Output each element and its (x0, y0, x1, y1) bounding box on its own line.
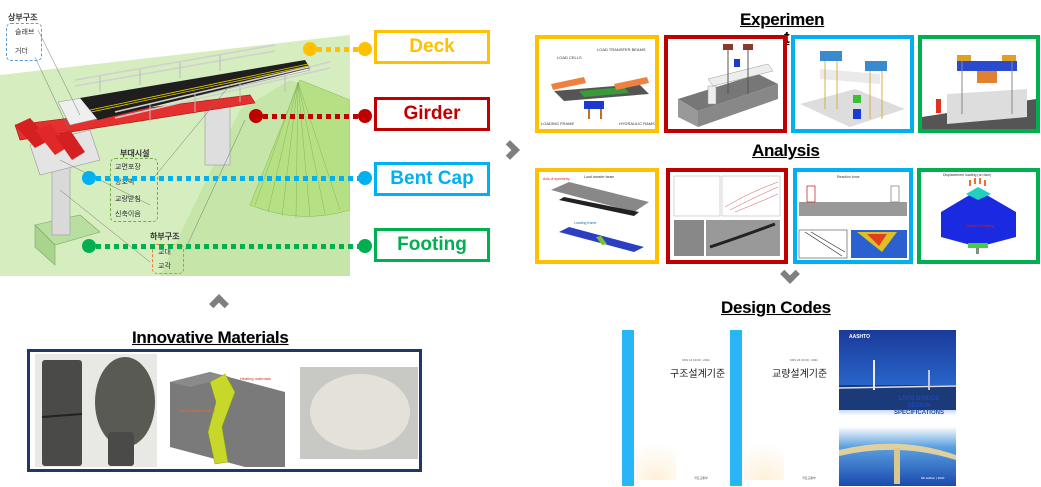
cover-org-logo: AASHTO (849, 334, 871, 340)
footing-connector (96, 244, 360, 249)
label-reaction-force: Reaction force (837, 175, 860, 179)
footing-anchor-dot (82, 239, 96, 253)
deck-anchor-dot (303, 42, 317, 56)
superstructure-heading: 상부구조 (8, 13, 38, 22)
cover-title-line: SPECIFICATIONS (894, 410, 944, 416)
footing-test-setup-image (922, 55, 1036, 129)
superstructure-group (6, 23, 42, 61)
bearing-label: 교량받침 (115, 195, 141, 203)
girder-connector (263, 114, 360, 119)
bentcap-end-dot (358, 171, 372, 185)
footing-end-dot (358, 239, 372, 253)
cover-spine (622, 330, 634, 486)
accessory-heading: 부대시설 (120, 149, 150, 158)
cover-watermark (636, 430, 676, 480)
analysis-panel-girder (666, 168, 788, 264)
girder-end-dot (358, 109, 372, 123)
bentcap-test-setup-image (800, 51, 905, 127)
up-arrow-icon (209, 294, 229, 314)
materials-title: Innovative Materials (132, 328, 289, 347)
materials-images: Healing materials Fiber reinforcement (35, 354, 418, 467)
bridge-illustration: 상부구조 슬래브 거더 부대시설 교면포장 방호벽 교량받침 신축이음 하부구조… (0, 0, 350, 276)
design-codes-title: Design Codes (721, 298, 831, 317)
analysis-panel-footing: Displacement loading (on face) Column & … (917, 168, 1040, 264)
footing-label-box: Footing (374, 228, 490, 262)
experiment-panel-girder (664, 35, 787, 133)
cover-lrfd-title: LRFD BRIDGE DESIGN SPECIFICATIONS (889, 396, 949, 417)
cable-bridge-photo (839, 360, 956, 410)
girder-test-setup-image (678, 44, 778, 127)
girder-crack-pattern-image (673, 175, 781, 256)
analysis-panel-deck: Axis of symmetry Load transfer beam Load… (535, 168, 659, 264)
expansion-joint-label: 신축이음 (115, 210, 141, 218)
label-displacement-loading: Displacement loading (on face) (943, 173, 991, 177)
bentcap-connector (96, 176, 360, 181)
cover-publisher: 국토교통부 (802, 476, 816, 480)
cover-edition: 9th Edition | 2020 (921, 476, 945, 480)
analysis-title: Analysis (752, 141, 820, 160)
deck-test-setup-image: LOAD CELLS LOAD TRANSFER BEAMS LOADING F… (541, 47, 655, 126)
label-column-footing: Column & Footing (966, 224, 994, 228)
deck-connector (317, 47, 360, 52)
girder-anchor-dot (249, 109, 263, 123)
label-load-cells: LOAD CELLS (557, 55, 582, 60)
materials-panel: Healing materials Fiber reinforcement (27, 349, 422, 472)
experiment-panel-footing (918, 35, 1040, 133)
label-hydraulic-rams: HYDRAULIC RAMS (619, 121, 655, 126)
label-fiber-reinforcement: Fiber reinforcement (180, 408, 216, 413)
deck-end-dot (358, 42, 372, 56)
self-healing-concrete-diagram: Healing materials Fiber reinforcement (170, 372, 285, 467)
cover-title: 구조설계기준 (670, 369, 726, 380)
design-code-cover-structural: KDS 14 00 00 : 2021 구조설계기준 국토교통부 (622, 330, 732, 486)
bentcap-fe-model-image: Reaction force (798, 175, 907, 259)
girder-kr-label: 거더 (15, 47, 28, 55)
cover-title-line: DESIGN (907, 403, 931, 409)
down-arrow-icon (780, 264, 800, 284)
overpass-photo (839, 443, 956, 484)
cover-code-number: KDS 24 00 00 : 2021 (790, 358, 818, 362)
label-axis-symmetry: Axis of symmetry (543, 177, 570, 181)
cover-title: 교량설계기준 (772, 369, 828, 380)
experiment-panel-deck: LOAD CELLS LOAD TRANSFER BEAMS LOADING F… (535, 35, 659, 133)
label-load-transfer-beam: Load transfer beam (584, 175, 614, 179)
pavement-label: 교면포장 (115, 163, 141, 171)
label-loading-frame-fe: Loading frame (574, 221, 596, 225)
design-code-cover-bridge: KDS 24 00 00 : 2021 교량설계기준 국토교통부 (730, 330, 840, 486)
cover-spine (730, 330, 742, 486)
experiment-panel-bentcap (791, 35, 914, 133)
deck-label-box: Deck (374, 30, 490, 64)
bentcap-label-box: Bent Cap (374, 162, 490, 196)
accessory-group (110, 158, 158, 222)
bentcap-anchor-dot (82, 171, 96, 185)
girder-label-box: Girder (374, 97, 490, 131)
cover-publisher: 국토교통부 (694, 476, 708, 480)
cover-watermark (744, 430, 784, 480)
label-healing-materials: Healing materials (240, 376, 271, 381)
cover-code-number: KDS 14 00 00 : 2021 (682, 358, 710, 362)
deck-fe-model-image: Axis of symmetry Load transfer beam Load… (543, 175, 649, 252)
label-loading-frame: LOADING FRAME (541, 121, 574, 126)
analysis-panel-bentcap: Reaction force (793, 168, 913, 264)
design-code-cover-aashto: AASHTO LRFD BRIDGE DESIGN SPECIFICATIONS… (839, 330, 956, 486)
footing-fe-model-image: Displacement loading (on face) Column & … (941, 173, 1016, 254)
experiment-title: Experimen (740, 10, 825, 29)
label-load-transfer-beams: LOAD TRANSFER BEAMS (597, 47, 646, 52)
barrier-label: 방호벽 (115, 178, 135, 186)
right-arrow-icon (500, 140, 520, 160)
slab-label: 슬래브 (15, 28, 35, 36)
cover-title-line: LRFD BRIDGE (898, 396, 940, 402)
bridge-drawing (0, 29, 350, 276)
substructure-heading: 하부구조 (150, 232, 180, 241)
abutment-label: 교대 (158, 248, 171, 256)
pier-label: 교각 (158, 262, 171, 270)
